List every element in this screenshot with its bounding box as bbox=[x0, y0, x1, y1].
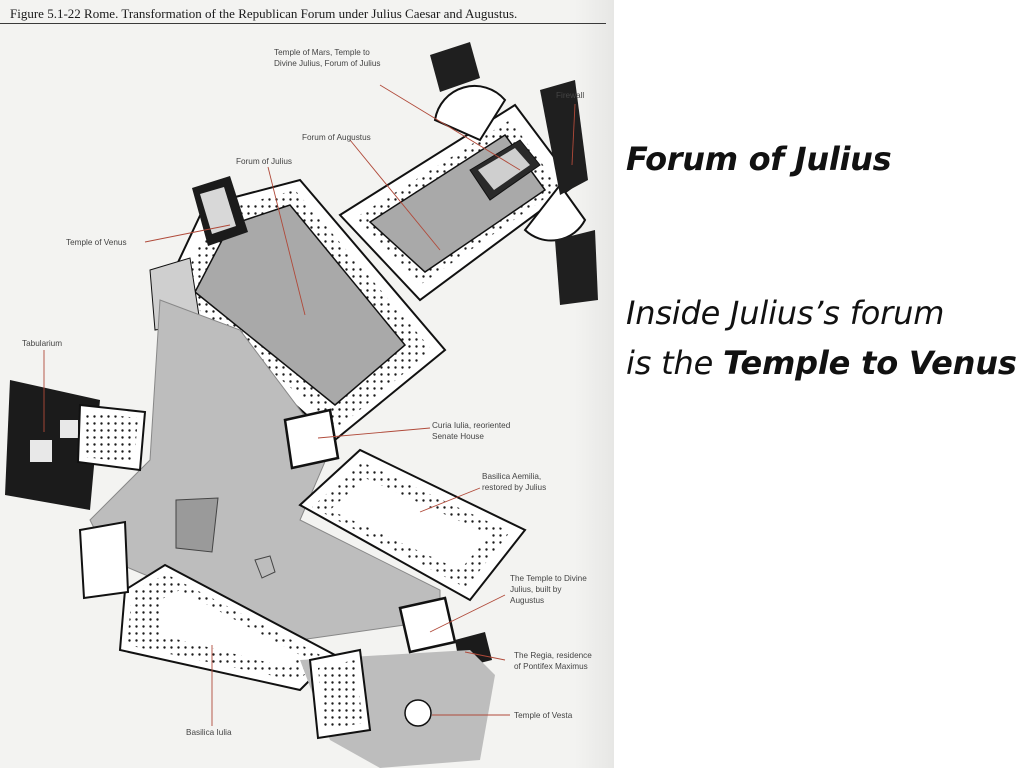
label-forum-of-julius: Forum of Julius bbox=[236, 157, 292, 166]
label-temple-of-vesta: Temple of Vesta bbox=[514, 711, 573, 720]
label-curia-1: Curia Iulia, reoriented bbox=[432, 421, 511, 430]
label-temple-divine-julius-1: The Temple to Divine bbox=[510, 574, 587, 583]
label-temple-divine-julius-3: Augustus bbox=[510, 596, 544, 605]
label-regia-2: of Pontifex Maximus bbox=[514, 662, 588, 671]
label-curia-2: Senate House bbox=[432, 432, 484, 441]
figure-caption: Figure 5.1-22 Rome. Transformation of th… bbox=[10, 6, 518, 21]
label-basilica-aemilia-2: restored by Julius bbox=[482, 483, 546, 492]
curia-plan bbox=[283, 408, 340, 470]
caption-divider bbox=[0, 23, 606, 24]
temple-divine-julius-plan bbox=[398, 596, 457, 654]
label-forum-of-augustus: Forum of Augustus bbox=[302, 133, 371, 142]
label-basilica-aemilia-1: Basilica Aemilia, bbox=[482, 472, 541, 481]
label-temple-divine-julius-2: Julius, built by bbox=[510, 585, 562, 594]
slide-heading: Forum of Julius bbox=[626, 140, 892, 178]
forum-of-augustus-plan bbox=[338, 42, 598, 305]
label-temple-of-mars-1: Temple of Mars, Temple to bbox=[274, 48, 370, 57]
temple-of-vesta-plan bbox=[404, 699, 432, 727]
plan-leader-lines bbox=[43, 84, 576, 726]
label-temple-of-mars-2: Divine Julius, Forum of Julius bbox=[274, 59, 380, 68]
slide-body-line-2: is the Temple to Venus bbox=[626, 342, 1017, 384]
slide-body-line-1: Inside Julius’s forum bbox=[626, 294, 945, 332]
tabularium-plan bbox=[5, 380, 147, 510]
label-basilica-iulia: Basilica Iulia bbox=[186, 728, 232, 737]
label-firewall: Firewall bbox=[556, 91, 584, 100]
basilica-aemilia-plan bbox=[298, 448, 527, 602]
label-temple-of-venus: Temple of Venus bbox=[66, 238, 127, 247]
forum-site-plan: Temple of Mars, Temple to Divine Julius,… bbox=[5, 42, 598, 768]
label-regia-1: The Regia, residence bbox=[514, 651, 592, 660]
textbook-page-scan: Figure 5.1-22 Rome. Transformation of th… bbox=[0, 0, 614, 768]
slide-body-line-2-emphasis: Temple to Venus bbox=[723, 344, 1017, 382]
slide-body-line-2-prefix: is the bbox=[626, 344, 724, 382]
basilica-iulia-plan bbox=[118, 563, 337, 692]
label-tabularium: Tabularium bbox=[22, 339, 62, 348]
